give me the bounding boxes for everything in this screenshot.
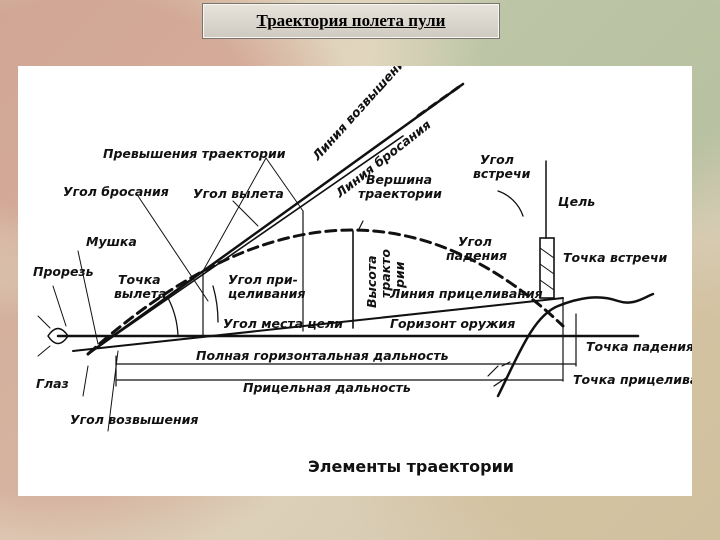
label-aiming-point: Точка прицеливания xyxy=(573,372,692,387)
label-elevation-angle: Угол возвышения xyxy=(70,412,198,427)
page-title: Траектория полета пули xyxy=(256,11,446,30)
sight-line xyxy=(72,297,564,352)
eye-lash xyxy=(37,315,51,329)
trajectory-curve xyxy=(86,228,565,356)
label-height-3: рии xyxy=(392,261,407,289)
label-meeting-angle-2: встречи xyxy=(473,166,531,181)
label-aiming-angle-2: целивания xyxy=(228,286,305,301)
label-full-range: Полная горизонтальная дальность xyxy=(196,348,449,363)
label-apex-1: Вершина xyxy=(366,172,432,187)
throw-angle-leader xyxy=(137,195,209,302)
elevation-line xyxy=(86,82,465,356)
label-apex-2: траектории xyxy=(358,186,442,201)
label-departure-point-1: Точка xyxy=(118,272,161,287)
label-rear-sight: Прорезь xyxy=(33,264,94,279)
elevation-angle-arc xyxy=(167,297,179,337)
label-departure-point-2: вылета xyxy=(114,286,167,301)
label-weapon-horizon: Горизонт оружия xyxy=(390,316,515,331)
rear-sight-leader xyxy=(52,285,67,327)
label-meeting-point: Точка встречи xyxy=(563,250,668,265)
label-eye: Глаз xyxy=(36,376,69,391)
label-front-sight: Мушка xyxy=(86,234,137,249)
throw-line xyxy=(87,135,404,355)
label-meeting-angle-1: Угол xyxy=(480,152,514,167)
terrain-line xyxy=(496,292,655,398)
label-height-2: трактo xyxy=(378,249,393,298)
elevation-angle-leader xyxy=(82,365,89,397)
eye-icon xyxy=(47,327,69,345)
diagram-caption: Элементы траектории xyxy=(308,457,514,476)
front-sight-leader xyxy=(77,250,99,345)
meeting-angle-arc xyxy=(497,190,524,217)
target-hatch xyxy=(539,263,555,275)
title-box: Траектория полета пули xyxy=(202,3,500,39)
terrain-hatch xyxy=(487,361,511,387)
excess-leader-1 xyxy=(202,157,267,272)
label-aiming-angle-1: Угол при- xyxy=(228,272,298,287)
excess-leader-2 xyxy=(265,157,304,212)
target-hatch xyxy=(539,247,555,259)
label-departure-angle: Угол вылета xyxy=(193,186,284,201)
label-throw-angle: Угол бросания xyxy=(63,184,169,199)
departure-angle-leader xyxy=(232,200,259,227)
label-trajectory-excess: Превышения траектории xyxy=(103,146,286,161)
label-impact-point: Точка падения xyxy=(586,339,692,354)
label-site-angle: Угол места цели xyxy=(223,316,343,331)
eye-lash xyxy=(37,345,51,357)
label-fall-angle-2: падения xyxy=(446,248,507,263)
elevation-line-dash xyxy=(416,82,465,118)
diagram-panel: Линия возвышения Линия бросания Превышен… xyxy=(18,66,692,496)
label-sight-line: Линия прицеливания xyxy=(389,286,543,301)
label-height-1: Высота xyxy=(364,255,379,308)
label-target: Цель xyxy=(558,194,595,209)
label-fall-angle-1: Угол xyxy=(458,234,492,249)
target-hatch xyxy=(539,279,555,291)
apex-leader xyxy=(357,220,364,232)
trajectory-diagram: Линия возвышения Линия бросания Превышен… xyxy=(33,66,692,476)
label-sighting-range: Прицельная дальность xyxy=(243,380,411,395)
site-angle-arc xyxy=(212,285,219,323)
